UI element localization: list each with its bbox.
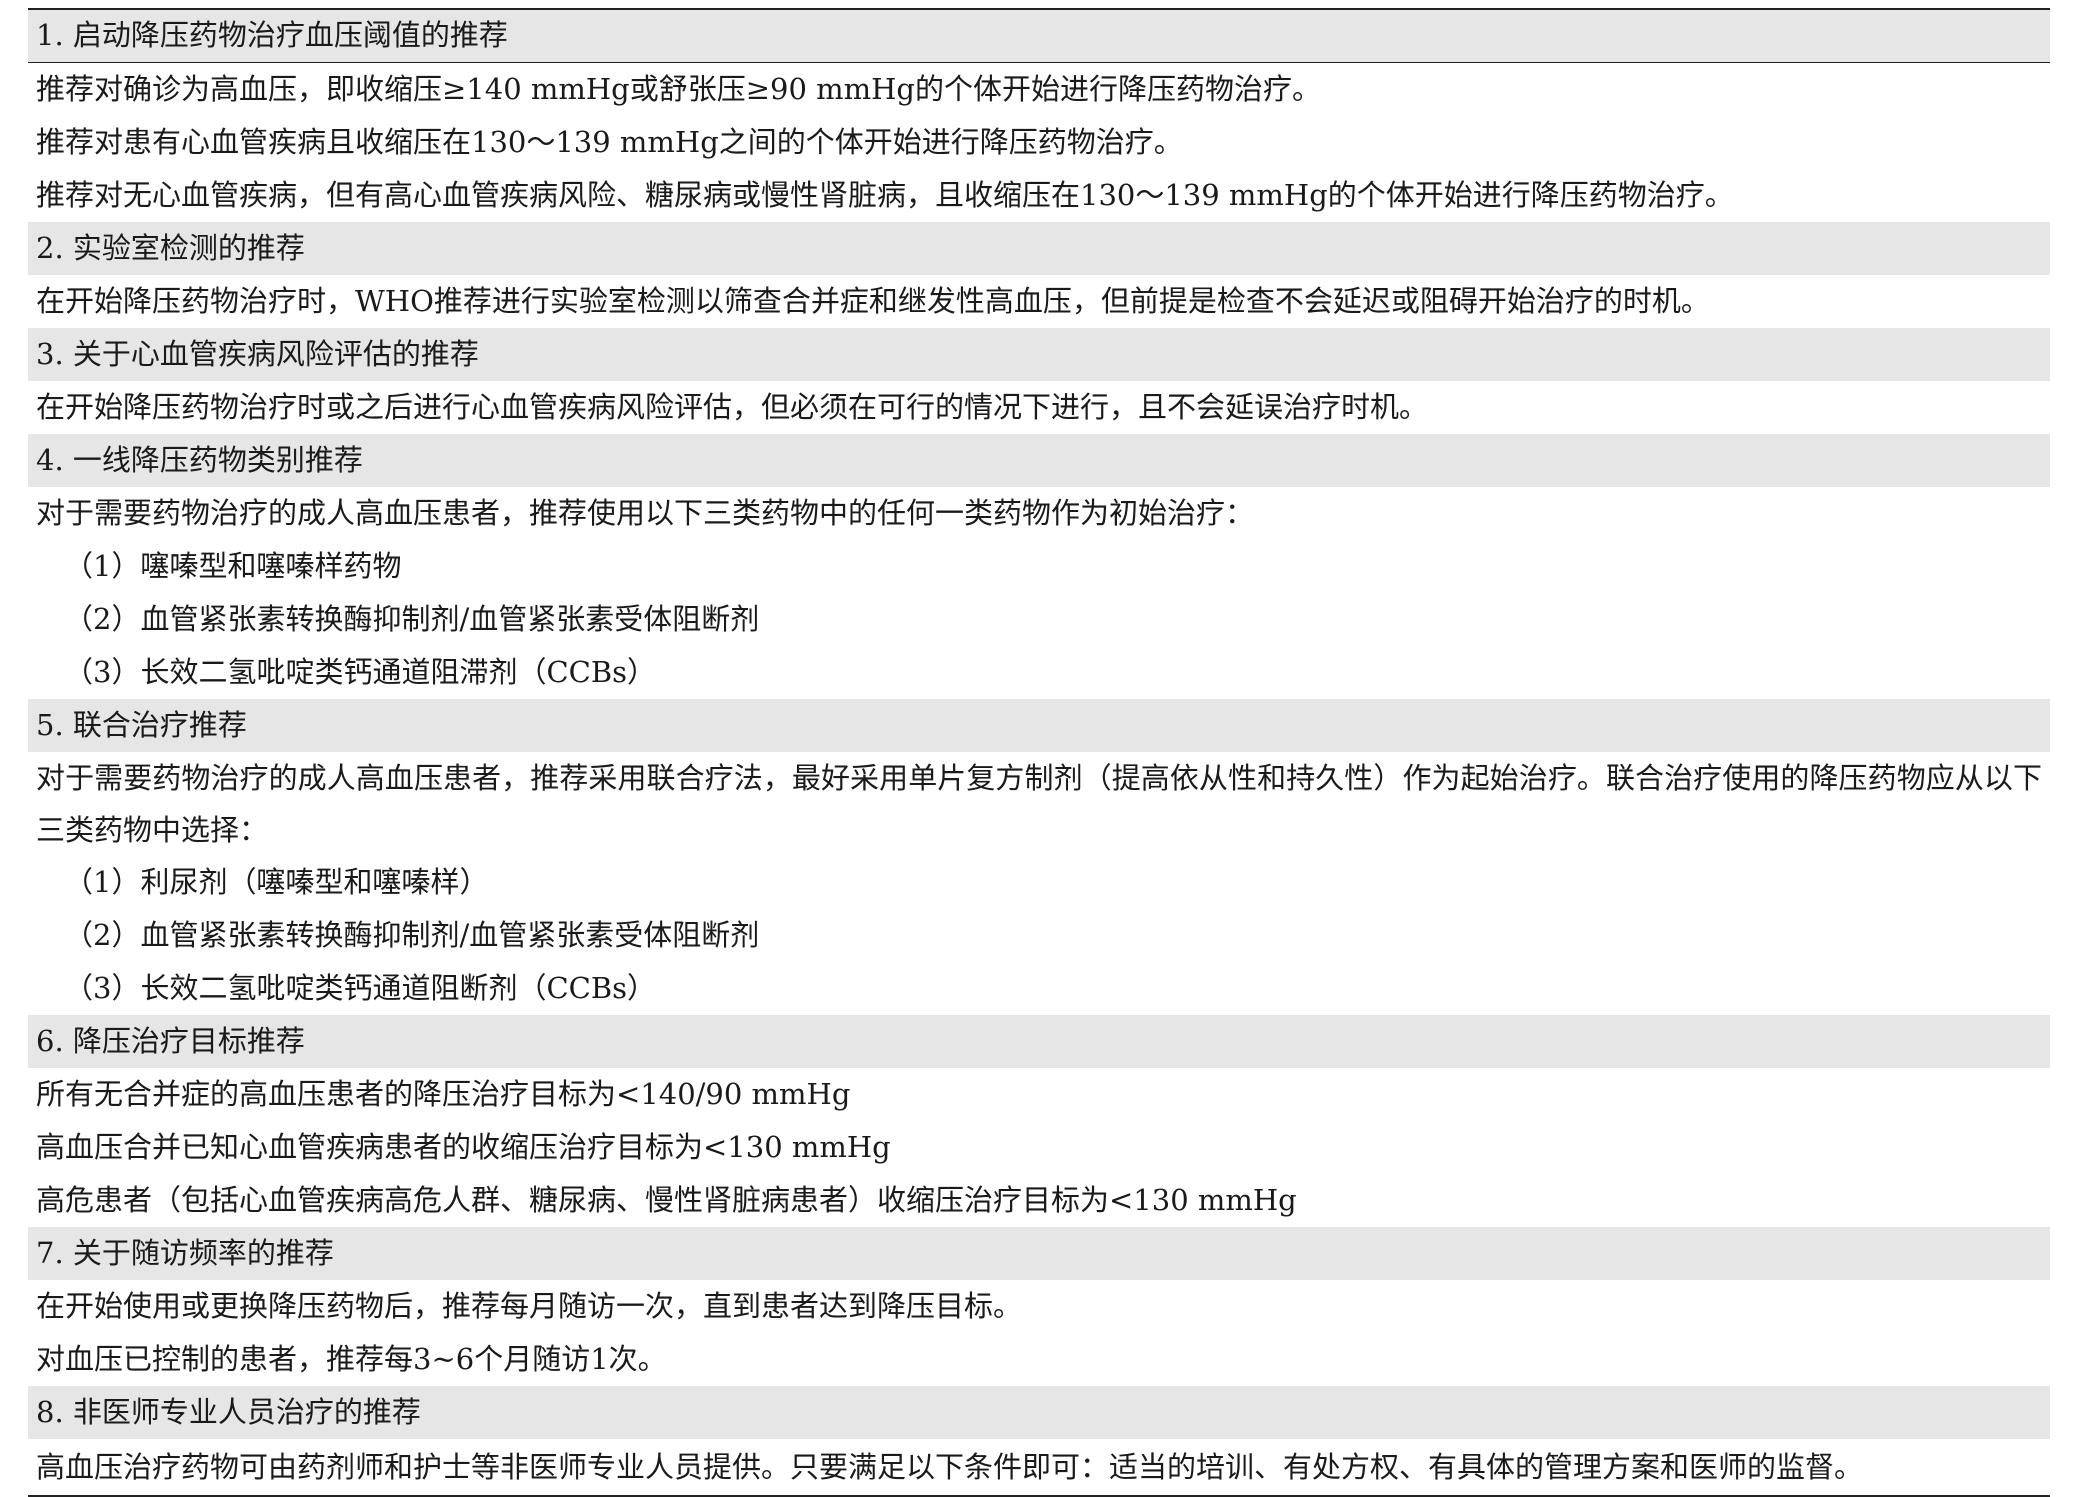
section-header-5: 5. 联合治疗推荐	[28, 698, 2050, 752]
section-4-subitem-3: （3）长效二氢吡啶类钙通道阻滞剂（CCBs）	[64, 654, 657, 689]
section-5-subitem-3: （3）长效二氢吡啶类钙通道阻断剂（CCBs）	[64, 970, 657, 1005]
section-header-7: 7. 关于随访频率的推荐	[28, 1226, 2050, 1280]
section-6-line-2: 高血压合并已知心血管疾病患者的收缩压治疗目标为<130 mmHg	[36, 1129, 891, 1164]
section-4-subitem-1: （1）噻嗪型和噻嗪样药物	[64, 548, 402, 583]
section-4-line-1: 对于需要药物治疗的成人高血压患者，推荐使用以下三类药物中的任何一类药物作为初始治…	[36, 495, 1255, 530]
section-header-1: 1. 启动降压药物治疗血压阈值的推荐	[28, 10, 2050, 63]
section-6-line-3: 高危患者（包括心血管疾病高危人群、糖尿病、慢性肾脏病患者）收缩压治疗目标为<13…	[36, 1182, 1297, 1217]
section-5-subitem-1: （1）利尿剂（噻嗪型和噻嗪样）	[64, 864, 489, 899]
section-1-line-1: 推荐对确诊为高血压，即收缩压≥140 mmHg或舒张压≥90 mmHg的个体开始…	[36, 71, 1321, 106]
section-2-line-1: 在开始降压药物治疗时，WHO推荐进行实验室检测以筛查合并症和继发性高血压，但前提…	[36, 283, 1710, 318]
section-header-2: 2. 实验室检测的推荐	[28, 221, 2050, 275]
section-7-line-2: 对血压已控制的患者，推荐每3~6个月随访1次。	[36, 1341, 667, 1376]
section-1-line-2: 推荐对患有心血管疾病且收缩压在130～139 mmHg之间的个体开始进行降压药物…	[36, 124, 1183, 159]
section-3-line-1: 在开始降压药物治疗时或之后进行心血管疾病风险评估，但必须在可行的情况下进行，且不…	[36, 389, 1429, 424]
recommendation-table: 1. 启动降压药物治疗血压阈值的推荐 推荐对确诊为高血压，即收缩压≥140 mm…	[28, 8, 2050, 1497]
section-header-3: 3. 关于心血管疾病风险评估的推荐	[28, 327, 2050, 381]
section-7-line-1: 在开始使用或更换降压药物后，推荐每月随访一次，直到患者达到降压目标。	[36, 1288, 1023, 1323]
section-header-4: 4. 一线降压药物类别推荐	[28, 433, 2050, 487]
section-6-line-1: 所有无合并症的高血压患者的降压治疗目标为<140/90 mmHg	[36, 1076, 851, 1111]
section-8-line-1: 高血压治疗药物可由药剂师和护士等非医师专业人员提供。只要满足以下条件即可：适当的…	[36, 1449, 1864, 1484]
section-header-6: 6. 降压治疗目标推荐	[28, 1014, 2050, 1068]
section-5-subitem-2: （2）血管紧张素转换酶抑制剂/血管紧张素受体阻断剂	[64, 917, 760, 952]
section-header-8: 8. 非医师专业人员治疗的推荐	[28, 1385, 2050, 1439]
section-4-subitem-2: （2）血管紧张素转换酶抑制剂/血管紧张素受体阻断剂	[64, 601, 760, 636]
section-1-line-3: 推荐对无心血管疾病，但有高心血管疾病风险、糖尿病或慢性肾脏病，且收缩压在130～…	[36, 177, 1734, 212]
section-5-line-1: 对于需要药物治疗的成人高血压患者，推荐采用联合疗法，最好采用单片复方制剂（提高依…	[36, 760, 2042, 847]
